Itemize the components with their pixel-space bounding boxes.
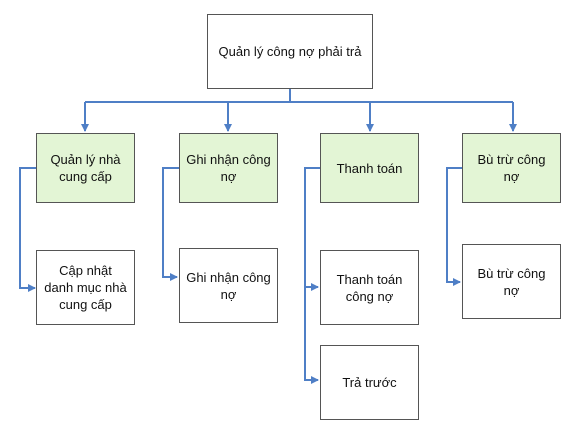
branch-node-label: Thanh toán xyxy=(336,160,403,176)
root-node-label: Quản lý công nợ phải trả xyxy=(218,44,362,59)
child-node-label: Ghi nhận công nợ xyxy=(186,269,271,302)
child-node-update-suppliers: Cập nhật danh mục nhà cung cấp xyxy=(36,250,135,325)
child-connector-4 xyxy=(446,167,462,286)
child-node-label: Thanh toán công nợ xyxy=(336,271,403,304)
root-node: Quản lý công nợ phải trả xyxy=(207,14,373,89)
branch-node-payment: Thanh toán xyxy=(320,133,419,203)
branch-node-label: Bù trừ công nợ xyxy=(477,152,546,184)
branch-node-label: Quản lý nhà cung cấp xyxy=(50,152,121,184)
child-node-record-debt: Ghi nhận công nợ xyxy=(179,248,278,323)
branch-node-label: Ghi nhận công nợ xyxy=(186,152,271,184)
child-connector-3 xyxy=(304,167,320,384)
child-node-pay-debt: Thanh toán công nợ xyxy=(320,250,419,325)
branch-node-record-debt: Ghi nhận công nợ xyxy=(179,133,278,203)
child-node-offset-debt: Bù trừ công nợ xyxy=(462,244,561,319)
child-node-prepayment: Trả trước xyxy=(320,345,419,420)
branch-node-suppliers: Quản lý nhà cung cấp xyxy=(36,133,135,203)
child-connector-1 xyxy=(19,167,36,292)
branch-node-offset-debt: Bù trừ công nợ xyxy=(462,133,561,203)
child-node-label: Bù trừ công nợ xyxy=(477,265,546,298)
child-node-label: Cập nhật danh mục nhà cung cấp xyxy=(44,263,127,312)
child-node-label: Trả trước xyxy=(342,375,397,390)
child-connector-2 xyxy=(162,167,179,281)
